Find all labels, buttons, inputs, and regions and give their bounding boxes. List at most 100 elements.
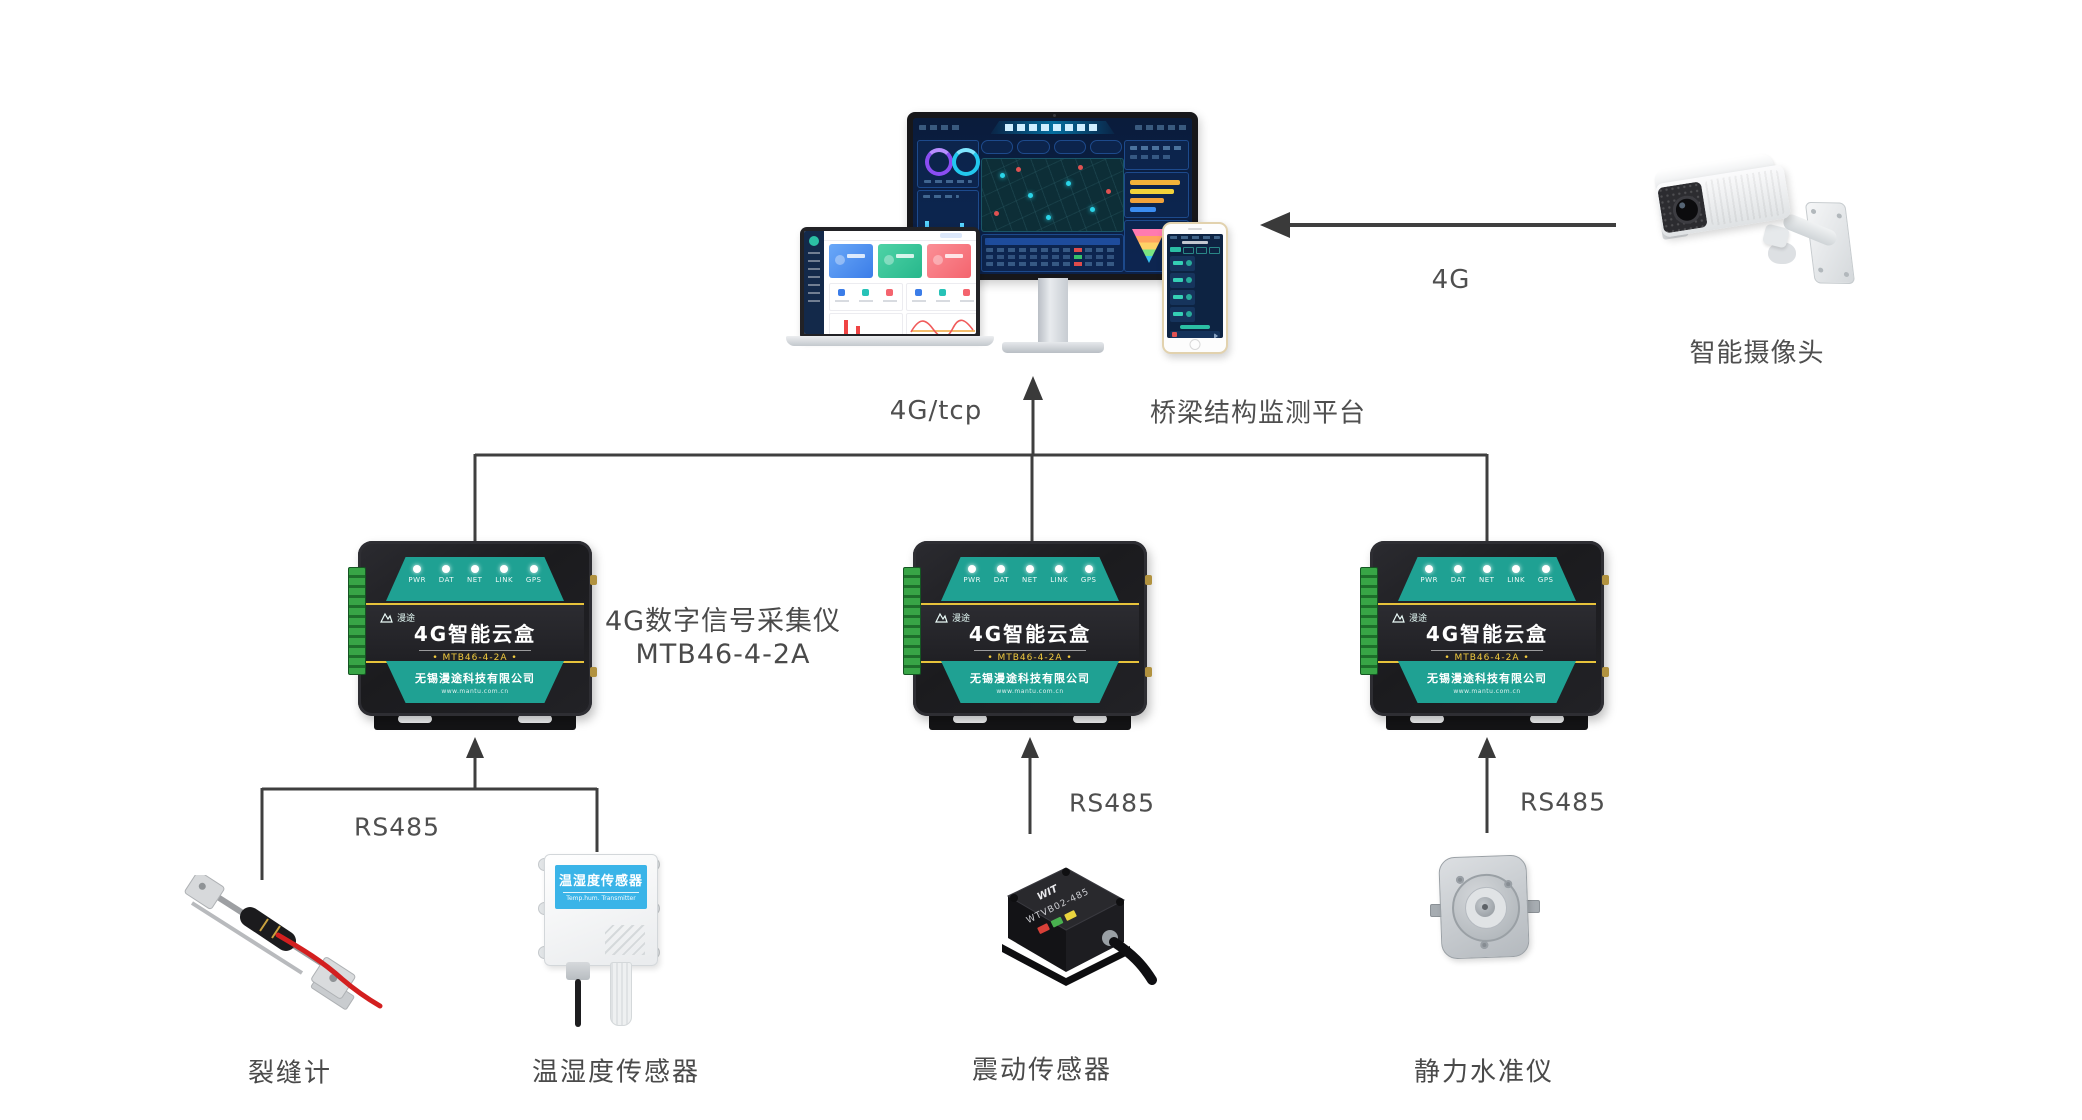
phone-dashboard-ui bbox=[1167, 234, 1223, 338]
webcam-dot bbox=[1052, 114, 1056, 117]
arrowhead-sensor-to-box2 bbox=[1021, 737, 1039, 758]
legend-row bbox=[1130, 155, 1174, 159]
antenna-port bbox=[1602, 575, 1609, 585]
ranking-bar bbox=[1130, 207, 1156, 212]
dashboard-logo bbox=[919, 125, 961, 130]
camera-lens bbox=[1670, 193, 1703, 226]
device-label: 漫途 4G智能云盒 • MTB46-4-2A • bbox=[921, 603, 1139, 663]
ranking-bar bbox=[1130, 198, 1164, 203]
laptop-logo-icon bbox=[809, 236, 819, 246]
laptop-main bbox=[824, 231, 976, 334]
sensor-cable bbox=[575, 979, 581, 1027]
platform-connection-label: 4G/tcp bbox=[889, 396, 983, 426]
led-panel: PWR DAT NET LINK GPS bbox=[1398, 557, 1576, 601]
crack-meter-image bbox=[184, 875, 383, 1010]
collector-box-body: PWR DAT NET LINK GPS 漫途 4G智能云盒 • MTB46-4… bbox=[1360, 541, 1609, 716]
map-alert-marker bbox=[994, 211, 999, 216]
level-plate bbox=[1438, 854, 1530, 960]
mini-line-chart bbox=[906, 313, 976, 334]
map-marker bbox=[1046, 215, 1051, 220]
sensor-probe bbox=[610, 962, 632, 1026]
vent-lines bbox=[605, 925, 645, 955]
stat-card-blue bbox=[829, 244, 873, 278]
device-model: • MTB46-4-2A • bbox=[987, 653, 1073, 663]
map-alert-marker bbox=[1106, 189, 1111, 194]
rs485-label-right: RS485 bbox=[1520, 787, 1606, 817]
terminal-block bbox=[1360, 567, 1378, 675]
table-row bbox=[986, 262, 1116, 266]
rs485-label-left: RS485 bbox=[354, 812, 440, 842]
mountain-logo-icon bbox=[1392, 612, 1405, 623]
table-header bbox=[985, 238, 1120, 245]
map-alert-marker bbox=[1016, 167, 1021, 172]
monitor-stand-base bbox=[1002, 342, 1104, 353]
arrowhead-camera-to-platform bbox=[1260, 212, 1290, 238]
smart-camera bbox=[1652, 150, 1856, 292]
stat-card-green bbox=[878, 244, 922, 278]
funnel-chart bbox=[1132, 229, 1166, 263]
panel-legend-chips bbox=[1124, 140, 1189, 170]
map-alert-marker bbox=[1078, 165, 1083, 170]
led-panel: PWR DAT NET LINK GPS bbox=[941, 557, 1119, 601]
map-marker bbox=[1000, 173, 1005, 178]
map-marker bbox=[1066, 181, 1071, 186]
panel-ranking-bars bbox=[1124, 172, 1189, 218]
stat-chip bbox=[1089, 140, 1122, 154]
donut-chart-2 bbox=[952, 148, 980, 176]
table-row bbox=[986, 255, 1116, 259]
company-label: 无锡漫途科技有限公司 www.mantu.com.cn bbox=[1398, 661, 1576, 703]
ranking-bar bbox=[1130, 180, 1180, 185]
phone-title bbox=[1182, 241, 1208, 244]
collector-annotation-line2: MTB46-4-2A bbox=[635, 639, 811, 670]
stat-chip bbox=[981, 140, 1014, 154]
mountain-logo-icon bbox=[380, 612, 393, 623]
device-model: • MTB46-4-2A • bbox=[1444, 653, 1530, 663]
laptop-topbar-pill bbox=[940, 233, 962, 238]
collector-box-body: PWR DAT NET LINK GPS 漫途 4G智能云盒 • MTB46-4… bbox=[348, 541, 597, 716]
camera-mount bbox=[1761, 223, 1791, 249]
map-panel bbox=[981, 158, 1124, 232]
mini-stats-panel bbox=[906, 283, 976, 311]
cable-gland bbox=[566, 962, 590, 980]
phone-stat-tiles bbox=[1170, 256, 1220, 322]
phone-home-button bbox=[1189, 339, 1201, 350]
donut-chart-1 bbox=[925, 148, 953, 176]
caption-crack-meter: 裂缝计 bbox=[247, 1058, 333, 1089]
sensor-sticker: 温湿度传感器 Temp.hum. Transmitter bbox=[555, 865, 647, 909]
panel-bar-title bbox=[923, 195, 959, 198]
temp-humidity-sensor-image: 温湿度传感器 Temp.hum. Transmitter bbox=[536, 850, 662, 1030]
company-label: 无锡漫途科技有限公司 www.mantu.com.cn bbox=[941, 661, 1119, 703]
company-label: 无锡漫途科技有限公司 www.mantu.com.cn bbox=[386, 661, 564, 703]
sensor-enclosure: 温湿度传感器 Temp.hum. Transmitter bbox=[544, 854, 658, 966]
mini-stats-panel bbox=[829, 283, 903, 311]
phone-list-row bbox=[1170, 331, 1220, 338]
brand-logo: 漫途 bbox=[380, 611, 415, 624]
monitor-stand-neck bbox=[1038, 278, 1068, 344]
device-title: 4G智能云盒 bbox=[968, 622, 1092, 646]
phone-tabs bbox=[1170, 247, 1221, 254]
table-panel bbox=[981, 234, 1124, 272]
terminal-block bbox=[348, 567, 366, 675]
dashboard-title-bar bbox=[990, 121, 1115, 134]
phone bbox=[1162, 222, 1228, 354]
brand-logo: 漫途 bbox=[1392, 611, 1427, 624]
arrowhead-sensors-to-box1 bbox=[466, 737, 484, 758]
collector-box-1: PWR DAT NET LINK GPS 漫途 4G智能云盒 • MTB46-4… bbox=[348, 541, 597, 730]
mini-bar-chart bbox=[829, 313, 903, 334]
antenna-port bbox=[1145, 667, 1152, 677]
antenna-port bbox=[590, 667, 597, 677]
dashboard-menu bbox=[1135, 125, 1187, 130]
laptop-sidebar bbox=[804, 231, 824, 334]
mountain-logo-icon bbox=[935, 612, 948, 623]
map-marker bbox=[1090, 207, 1095, 212]
map-marker bbox=[1028, 193, 1033, 198]
status-chip-alert bbox=[1074, 262, 1082, 266]
device-label: 漫途 4G智能云盒 • MTB46-4-2A • bbox=[366, 603, 584, 663]
vibration-sensor-image: WIT WTVB02-485 bbox=[1002, 867, 1157, 986]
antenna-port bbox=[1145, 575, 1152, 585]
camera-bracket-joint bbox=[1768, 242, 1796, 264]
collector-annotation-line1: 4G数字信号采集仪 bbox=[604, 606, 842, 637]
rs485-label-middle: RS485 bbox=[1069, 788, 1155, 818]
